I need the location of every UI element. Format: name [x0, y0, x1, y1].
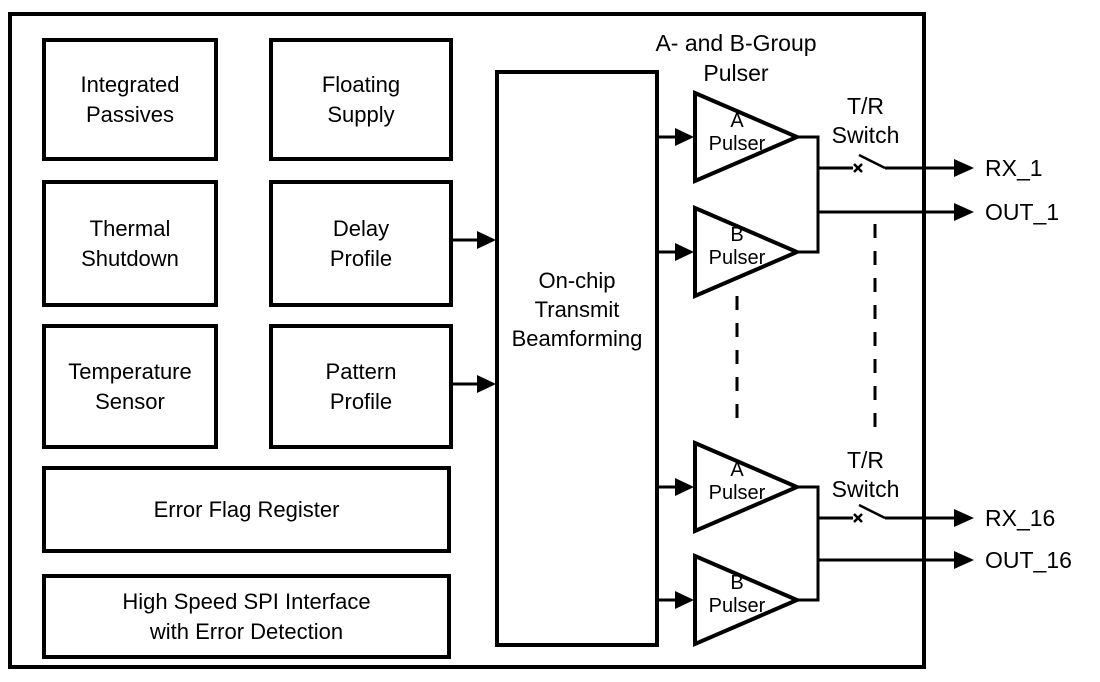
chip-outline: [8, 12, 926, 669]
arrowhead-a2: [675, 478, 694, 496]
arrowhead-b2: [675, 591, 694, 609]
out-port-label-16: OUT_16: [985, 547, 1072, 573]
block-label: Delay Profile: [329, 216, 393, 271]
output-bus-1: [797, 135, 820, 254]
pulser-triangle-b1: [693, 204, 803, 300]
tr-switch-label-1: T/R Switch: [831, 93, 900, 149]
arrowhead-pattern: [477, 375, 496, 393]
block-label: On-chip Transmit Beamforming: [511, 268, 643, 352]
output-bus-2: [797, 485, 820, 602]
pulser-b-label-16: B Pulser: [708, 572, 766, 618]
pulser-section-heading: A- and B-Group Pulser: [655, 30, 817, 87]
block-spi-interface: High Speed SPI Interface with Error Dete…: [42, 574, 451, 659]
block-label: Pattern Profile: [325, 359, 397, 414]
block-thermal-shutdown: Thermal Shutdown: [42, 180, 218, 307]
block-temperature-sensor: Temperature Sensor: [42, 324, 218, 449]
block-integrated-passives: Integrated Passives: [42, 38, 218, 161]
tr-switch-label-16: T/R Switch: [831, 447, 900, 503]
block-beamforming: On-chip Transmit Beamforming: [495, 70, 659, 647]
block-label: Integrated Passives: [80, 72, 180, 127]
block-error-flag-register: Error Flag Register: [42, 466, 451, 553]
arrowhead-rx1: [954, 159, 974, 177]
pulser-triangle-b2: [693, 552, 803, 648]
arrowhead-delay: [477, 231, 496, 249]
arrowhead-b1: [675, 243, 694, 261]
block-label: Error Flag Register: [153, 496, 340, 522]
pulser-a-label-16: A Pulser: [708, 459, 766, 505]
pulser-triangle-a1: [693, 89, 803, 185]
out-port-label-1: OUT_1: [985, 199, 1060, 225]
block-label: Temperature Sensor: [68, 359, 192, 414]
arrowhead-rx16: [954, 509, 974, 527]
tr-switch-symbol-1: [853, 153, 886, 173]
pulser-a-label-1: A Pulser: [708, 110, 766, 156]
block-label: Floating Supply: [321, 72, 401, 127]
block-label: High Speed SPI Interface with Error Dete…: [122, 589, 371, 644]
arrowhead-out16: [954, 551, 974, 569]
block-floating-supply: Floating Supply: [269, 38, 453, 161]
block-label: Thermal Shutdown: [81, 216, 179, 271]
rx-port-label-1: RX_1: [985, 155, 1043, 181]
pulser-b-label-1: B Pulser: [708, 224, 766, 270]
arrowhead-out1: [954, 203, 974, 221]
arrowhead-a1: [675, 128, 694, 146]
block-delay-profile: Delay Profile: [269, 180, 453, 307]
pulser-triangle-a2: [693, 439, 803, 535]
block-pattern-profile: Pattern Profile: [269, 324, 453, 449]
rx-port-label-16: RX_16: [985, 505, 1056, 531]
tr-switch-symbol-16: [853, 503, 886, 523]
